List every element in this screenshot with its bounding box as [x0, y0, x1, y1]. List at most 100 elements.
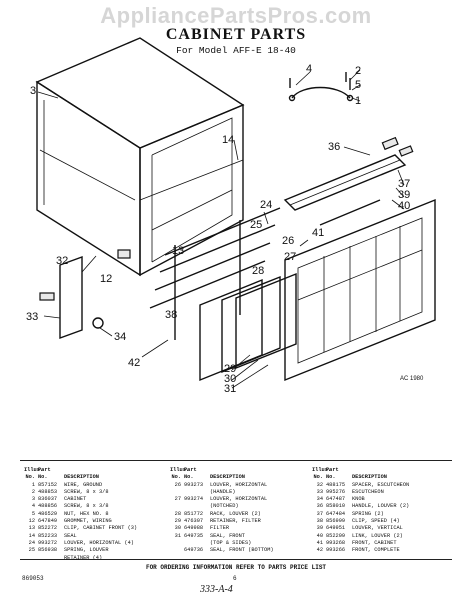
- callout-1: 1: [355, 95, 361, 107]
- header-illus: Illus.: [24, 467, 44, 473]
- callout-25: 25: [250, 219, 262, 231]
- handwritten-note: 333-A-4: [200, 584, 233, 595]
- callout-33: 33: [26, 311, 38, 323]
- table-row: (NOTCHED): [210, 503, 239, 510]
- header-description: DESCRIPTION: [210, 474, 245, 481]
- table-header: No. No. DESCRIPTION: [170, 474, 310, 481]
- header-part: Part: [326, 467, 339, 473]
- exploded-parts-diagram: 1 2 3 4 5 12 13 14 24 25 26 27 28 29 30 …: [26, 37, 436, 395]
- callout-12: 12: [100, 273, 112, 285]
- filter-drawing: [199, 272, 297, 382]
- callout-5: 5: [355, 79, 361, 91]
- escutcheon-drawing: [39, 249, 131, 339]
- table-header: Illus. Part: [312, 467, 452, 474]
- callout-34: 34: [114, 331, 126, 343]
- table-row: (TOP & SIDES): [210, 539, 252, 546]
- callout-38: 38: [165, 309, 177, 321]
- callout-30: 30: [224, 373, 236, 385]
- document-number: 869053: [22, 575, 44, 582]
- louver-rack-drawing: [149, 207, 281, 340]
- table-bottom-rule: [20, 559, 452, 560]
- callout-42: 42: [128, 357, 140, 369]
- table-top-rule: [20, 460, 452, 461]
- header-part: Part: [184, 467, 197, 473]
- callout-37: 37: [398, 178, 410, 190]
- table-header: No. No. DESCRIPTION: [312, 474, 452, 481]
- header-no: No.: [25, 474, 35, 481]
- header-number: No.: [184, 474, 194, 481]
- ordering-note: FOR ORDERING INFORMATION REFER TO PARTS …: [145, 564, 327, 571]
- callout-3: 3: [30, 85, 36, 97]
- watermark: AppliancePartsPros.com: [100, 3, 372, 28]
- callout-31: 31: [224, 383, 236, 395]
- callout-27: 27: [284, 251, 296, 263]
- callout-14: 14: [222, 134, 234, 146]
- callout-24: 24: [260, 199, 272, 211]
- callout-40: 40: [398, 200, 410, 212]
- callout-26: 26: [282, 235, 294, 247]
- header-no: No.: [171, 474, 181, 481]
- callout-28: 28: [252, 265, 264, 277]
- page-number: 6: [233, 575, 237, 582]
- table-header: Illus. Part: [170, 467, 310, 474]
- page-subtitle: For Model AFF-E 18-40: [176, 45, 296, 56]
- callout-39: 39: [398, 189, 410, 201]
- callout-2: 2: [355, 65, 361, 77]
- table-row: (HANDLE): [210, 488, 236, 495]
- callout-32: 32: [56, 255, 68, 267]
- louver-handle-drawing: [283, 136, 414, 226]
- header-description: DESCRIPTION: [352, 474, 387, 481]
- header-illus: Illus.: [312, 467, 332, 473]
- header-part: Part: [38, 467, 51, 473]
- page-title: CABINET PARTS: [165, 26, 307, 43]
- figure-note: AC 1980: [400, 376, 424, 382]
- table-row: RETAINER (4): [64, 554, 103, 561]
- callout-13: 13: [172, 245, 184, 257]
- header-number: No.: [326, 474, 336, 481]
- cabinet-drawing: [35, 37, 245, 277]
- table-header: No. No. DESCRIPTION: [24, 474, 164, 481]
- callout-29: 29: [224, 363, 236, 375]
- header-description: DESCRIPTION: [64, 474, 99, 481]
- header-illus: Illus.: [170, 467, 190, 473]
- ground-wire-drawing: [288, 72, 354, 102]
- header-no: No.: [313, 474, 323, 481]
- callout-4: 4: [306, 63, 312, 75]
- callout-41: 41: [312, 227, 324, 239]
- header-number: No.: [38, 474, 48, 481]
- cabinet-front-drawing: [284, 198, 436, 382]
- leader-lines: [37, 69, 405, 389]
- callout-labels: 1 2 3 4 5 12 13 14 24 25 26 27 28 29 30 …: [26, 63, 424, 395]
- callout-36: 36: [328, 141, 340, 153]
